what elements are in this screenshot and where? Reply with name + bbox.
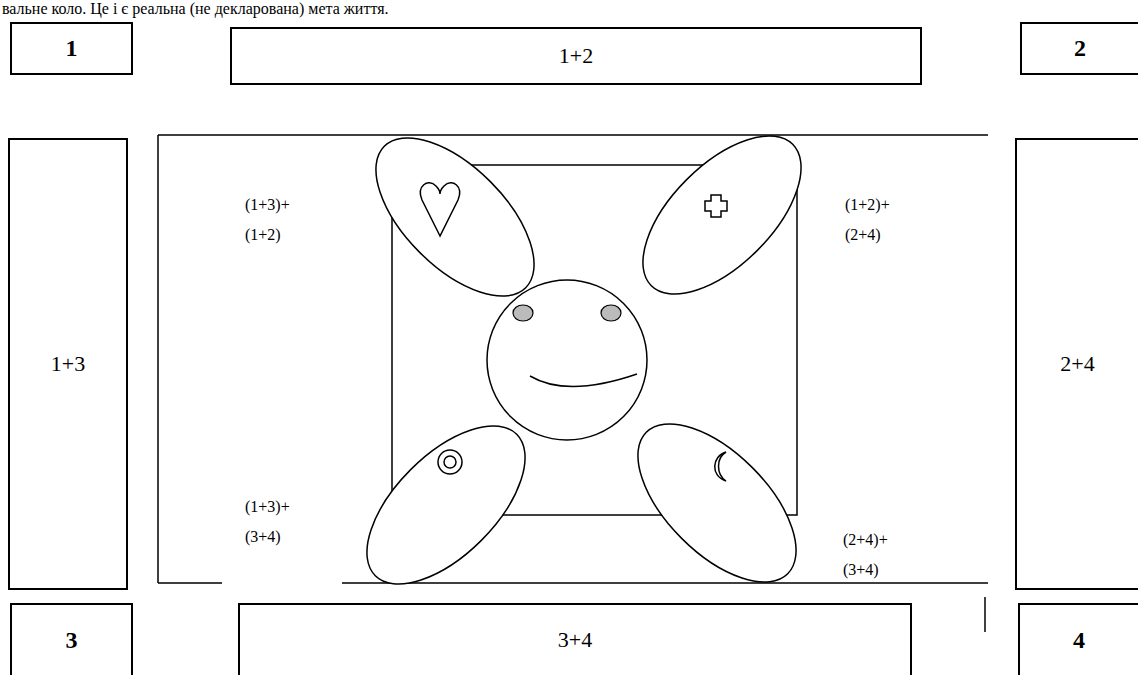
heart-symbol bbox=[420, 183, 459, 236]
box-text: 1+3 bbox=[51, 351, 85, 377]
face-circle bbox=[487, 280, 647, 440]
circle-symbol bbox=[444, 456, 456, 468]
corner-label: (1+3)+ (1+2) bbox=[245, 190, 299, 250]
box-text: 3 bbox=[66, 626, 78, 655]
number-box: 4 bbox=[1018, 603, 1138, 675]
petal bbox=[616, 109, 828, 321]
number-box: 2 bbox=[1020, 22, 1138, 75]
box-text: 4 bbox=[1073, 626, 1085, 655]
circle-symbol bbox=[438, 450, 462, 474]
box-text: 3+4 bbox=[558, 627, 592, 653]
moon-symbol bbox=[715, 452, 726, 481]
number-box: 1 bbox=[10, 22, 133, 75]
eye bbox=[513, 305, 533, 321]
number-box: 3+4 bbox=[238, 603, 912, 675]
petal bbox=[611, 397, 823, 609]
corner-label: (1+3)+ (3+4) bbox=[245, 492, 299, 552]
tick-line bbox=[984, 597, 986, 632]
number-box: 2+4 bbox=[1015, 138, 1138, 590]
eye bbox=[601, 305, 621, 321]
corner-label: (2+4)+ (3+4) bbox=[843, 525, 897, 585]
corner-label: (1+2)+ (2+4) bbox=[845, 190, 899, 250]
box-text: 2 bbox=[1074, 34, 1086, 63]
heading-fragment: вальне коло. Це і є реальна (не декларов… bbox=[2, 0, 389, 18]
number-box: 3 bbox=[10, 603, 133, 675]
cross-symbol bbox=[705, 195, 727, 217]
box-text: 1+2 bbox=[559, 43, 593, 69]
box-text: 2+4 bbox=[1060, 351, 1094, 377]
box-text: 1 bbox=[66, 34, 78, 63]
frame-lines bbox=[158, 135, 988, 583]
petal bbox=[340, 399, 552, 611]
number-box: 1+3 bbox=[8, 138, 128, 590]
smile bbox=[530, 374, 637, 387]
number-box: 1+2 bbox=[230, 27, 922, 85]
